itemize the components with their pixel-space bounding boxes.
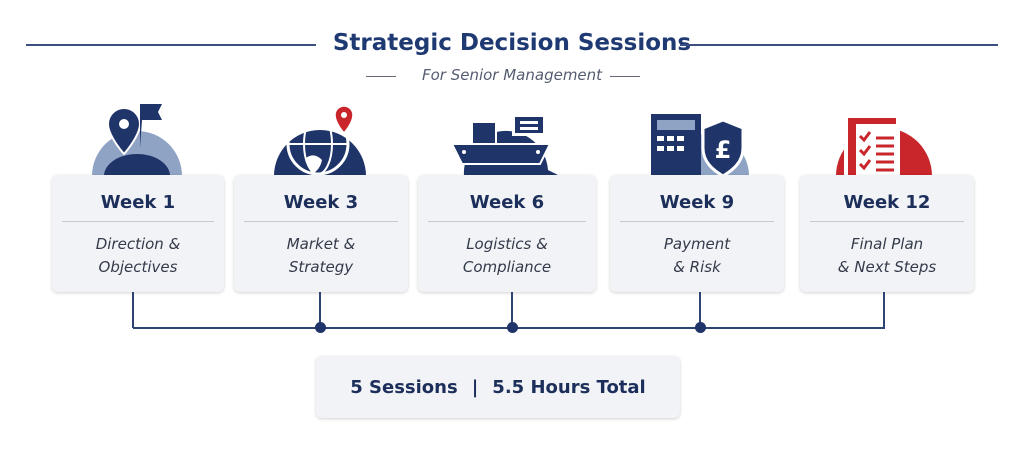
session-card-week-12: Week 12 Final Plan & Next Steps bbox=[800, 175, 974, 292]
session-week: Week 9 bbox=[659, 192, 735, 213]
connector bbox=[511, 292, 513, 328]
timeline-dot bbox=[315, 322, 326, 333]
divider bbox=[428, 221, 586, 222]
session-week: Week 1 bbox=[100, 192, 176, 213]
timeline-dot bbox=[507, 322, 518, 333]
session-card-week-1: Week 1 Direction & Objectives bbox=[52, 175, 224, 292]
divider bbox=[62, 221, 214, 222]
session-topic-line2: & Next Steps bbox=[837, 258, 937, 276]
total-hours: 5.5 Hours Total bbox=[492, 376, 646, 398]
session-topic-line1: Final Plan bbox=[850, 235, 924, 253]
session-topic-line2: Strategy bbox=[288, 258, 354, 276]
session-week: Week 12 bbox=[843, 192, 931, 213]
svg-text:£: £ bbox=[715, 136, 732, 164]
globe-pin-icon bbox=[274, 105, 366, 176]
map-pin-flag-icon bbox=[92, 104, 182, 176]
divider bbox=[810, 221, 964, 222]
session-topic-line1: Direction & bbox=[95, 235, 181, 253]
checklist-document-icon bbox=[836, 114, 932, 176]
session-topic-line1: Logistics & bbox=[466, 235, 548, 253]
connector bbox=[132, 292, 134, 328]
title-rule-right bbox=[680, 44, 998, 46]
session-week: Week 6 bbox=[469, 192, 545, 213]
connector bbox=[319, 292, 321, 328]
page-title: Strategic Decision Sessions bbox=[332, 30, 692, 56]
connector bbox=[699, 292, 701, 328]
subtitle-rule-right bbox=[610, 76, 640, 77]
session-card-week-6: Week 6 Logistics & Compliance bbox=[418, 175, 596, 292]
subtitle-rule-left bbox=[366, 76, 396, 77]
subtitle: For Senior Management bbox=[421, 66, 603, 84]
session-topic-line1: Payment bbox=[663, 235, 731, 253]
session-topic-line2: & Risk bbox=[673, 258, 721, 276]
session-topic-line1: Market & bbox=[286, 235, 356, 253]
connector bbox=[883, 292, 885, 328]
session-topic-line2: Objectives bbox=[98, 258, 178, 276]
divider bbox=[620, 221, 774, 222]
session-card-week-9: Week 9 Payment & Risk bbox=[610, 175, 784, 292]
calculator-shield-pound-icon: £ bbox=[651, 114, 749, 176]
title-rule-left bbox=[26, 44, 316, 46]
separator: | bbox=[471, 376, 479, 398]
cargo-ship-icon bbox=[450, 114, 560, 176]
session-week: Week 3 bbox=[283, 192, 359, 213]
timeline-dot bbox=[695, 322, 706, 333]
session-count: 5 Sessions bbox=[350, 376, 458, 398]
session-topic-line2: Compliance bbox=[462, 258, 552, 276]
session-card-week-3: Week 3 Market & Strategy bbox=[234, 175, 408, 292]
divider bbox=[244, 221, 398, 222]
summary-box: 5 Sessions | 5.5 Hours Total bbox=[316, 356, 680, 418]
